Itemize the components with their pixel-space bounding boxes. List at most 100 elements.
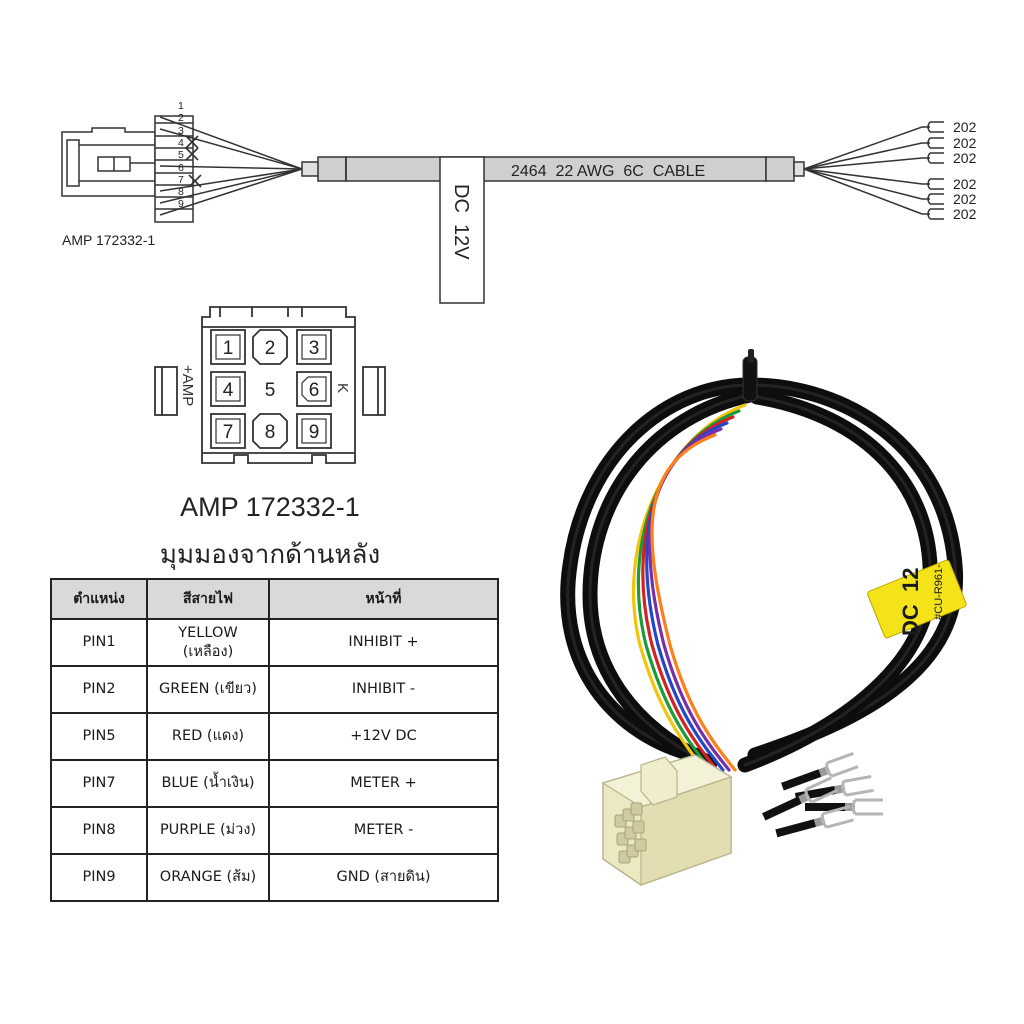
wire-color-text: ORANGE (ส้ม) xyxy=(159,869,257,885)
housing-cavity xyxy=(630,802,643,816)
harness-product-photo: DC 12 #CU-R961- xyxy=(560,349,967,886)
function-cell: GND (สายดิน) xyxy=(268,853,499,902)
face-pin-9: 9 xyxy=(296,413,332,449)
wire-color-text: RED (แดง) xyxy=(171,728,245,744)
housing-cavity xyxy=(634,838,647,852)
tag-sub-text: #CU-R961- xyxy=(933,564,945,620)
fan-in-wire xyxy=(159,128,303,170)
spade-terminals xyxy=(762,752,883,838)
terminal-label: 202 xyxy=(953,119,977,135)
svg-text:6: 6 xyxy=(309,380,320,401)
fan-in-wire xyxy=(159,168,303,192)
wire-color-cell: RED (แดง) xyxy=(146,712,270,761)
dc-tag-label: DC 12V xyxy=(450,184,472,260)
pin-number: 9 xyxy=(178,198,184,210)
svg-text:4: 4 xyxy=(223,380,234,401)
pin-cell: PIN5 xyxy=(50,712,148,761)
svg-text:1: 1 xyxy=(223,338,234,359)
face-pin-2: 2 xyxy=(252,329,288,365)
pin-cell: PIN1 xyxy=(50,618,148,667)
pin-cell: PIN8 xyxy=(50,806,148,855)
function-cell: INHIBIT + xyxy=(268,618,499,667)
spade-terminal-symbol xyxy=(922,121,944,133)
colored-wire xyxy=(650,433,737,772)
wire-color-cell: YELLOW (เหลือง) xyxy=(146,618,270,667)
svg-text:9: 9 xyxy=(309,422,320,443)
header-position: ตำแหน่ง xyxy=(50,578,148,620)
colored-wire xyxy=(631,403,747,772)
terminal-label: 202 xyxy=(953,150,977,166)
table-header-row: ตำแหน่ง สีสายไฟ หน้าที่ xyxy=(50,578,499,620)
terminal-label: 202 xyxy=(953,176,977,192)
housing-cavity xyxy=(632,820,645,834)
pin-number: 5 xyxy=(178,149,184,161)
function-cell: METER + xyxy=(268,759,499,808)
fan-out-wires xyxy=(803,121,944,220)
pin-number: 4 xyxy=(178,137,184,149)
fan-in-wire xyxy=(159,116,303,170)
pin-assignment-table: ตำแหน่ง สีสายไฟ หน้าที่ PIN1 YELLOW (เหลือ… xyxy=(50,578,499,902)
face-pin-1: 1 xyxy=(210,329,246,365)
spade-terminal xyxy=(781,752,859,791)
pin-number: 6 xyxy=(178,162,184,174)
rear-view-caption: มุมมองจากด้านหลัง xyxy=(159,540,381,570)
svg-text:7: 7 xyxy=(223,422,234,443)
face-pin-3: 3 xyxy=(296,329,332,365)
spade-terminal xyxy=(775,804,854,838)
wire-color-cell: ORANGE (ส้ม) xyxy=(146,853,270,902)
svg-text:2: 2 xyxy=(265,338,276,359)
fan-in-wires xyxy=(159,116,303,216)
pin-number: 3 xyxy=(178,125,184,137)
spade-terminal-symbol xyxy=(922,152,944,164)
spade-terminal-symbol xyxy=(922,208,944,220)
wire-color-cell: PURPLE (ม่วง) xyxy=(146,806,270,855)
dc-tag-outline xyxy=(439,156,485,304)
fan-out-wire xyxy=(803,168,923,185)
face-pin-7: 7 xyxy=(210,413,246,449)
fan-out-wire xyxy=(803,157,923,170)
svg-text:5: 5 xyxy=(265,380,276,401)
face-pin-4: 4 xyxy=(210,371,246,407)
fan-in-wire xyxy=(159,168,303,216)
header-wire-color: สีสายไฟ xyxy=(146,578,270,620)
fan-out-wire xyxy=(803,168,923,200)
connector-model-caption: AMP 172332-1 xyxy=(180,492,360,522)
wire-color-cell: BLUE (น้ำเงิน) xyxy=(146,759,270,808)
spade-terminal-symbol xyxy=(922,137,944,149)
terminal-label: 202 xyxy=(953,191,977,207)
terminal-label: 202 xyxy=(953,206,977,222)
dc-label-tag: DC 12 #CU-R961- xyxy=(867,559,967,639)
connector-side-view xyxy=(61,115,194,223)
tag-main-text: DC 12 xyxy=(898,568,923,636)
wire-color-text: BLUE (น้ำเงิน) xyxy=(161,775,255,791)
svg-text:8: 8 xyxy=(265,422,276,443)
pin-number: 1 xyxy=(178,100,184,112)
unused-pin-marks xyxy=(185,135,202,188)
face-pin-8: 8 xyxy=(252,413,288,449)
cable-body xyxy=(301,156,805,182)
photo-connector-housing xyxy=(601,754,733,886)
wire-color-thai: (เหลือง) xyxy=(182,643,234,660)
wire-color-text: YELLOW xyxy=(178,624,238,641)
spade-terminal-symbol xyxy=(922,193,944,205)
pin-number: 8 xyxy=(178,186,184,198)
spade-terminal xyxy=(762,776,839,821)
polarity-k-label: K xyxy=(334,383,351,393)
function-cell: INHIBIT - xyxy=(268,665,499,714)
pin-number: 2 xyxy=(178,112,184,124)
fan-in-wire xyxy=(159,165,303,170)
wire-color-text: GREEN (เขียว) xyxy=(159,681,257,697)
face-pin-5: 5 xyxy=(265,380,276,401)
connector-model-label: AMP 172332-1 xyxy=(62,232,155,248)
fan-in-wire xyxy=(159,168,303,204)
